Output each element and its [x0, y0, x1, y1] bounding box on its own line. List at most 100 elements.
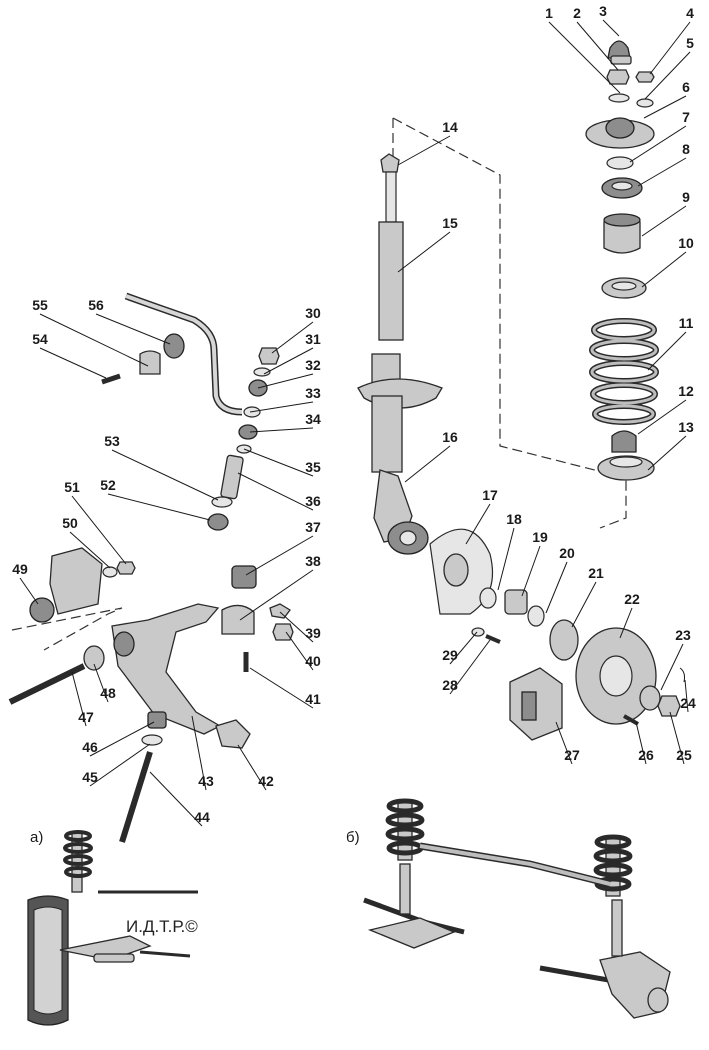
top-mount-stack — [585, 40, 655, 299]
leader-line-15 — [397, 231, 451, 273]
callout-32: 32 — [305, 357, 321, 373]
callout-6: 6 — [682, 79, 690, 95]
leader-line-24 — [684, 679, 689, 713]
leader-line-8 — [637, 157, 687, 187]
leader-line-10 — [641, 251, 687, 288]
part-42-ball-joint — [215, 719, 251, 749]
leader-line-26 — [635, 721, 647, 765]
view-b-assembled — [363, 798, 671, 1019]
callout-13: 13 — [678, 419, 694, 435]
view-a-label: а) — [30, 829, 43, 846]
leader-line-4 — [649, 21, 691, 75]
callout-46: 46 — [82, 739, 98, 755]
leader-line-53 — [111, 449, 219, 501]
part-5-washer — [636, 98, 654, 108]
callout-18: 18 — [506, 511, 522, 527]
part-55-clamp — [139, 350, 161, 375]
leader-line-39 — [279, 611, 314, 643]
callout-36: 36 — [305, 493, 321, 509]
hub-brake-group — [429, 528, 685, 741]
part-29-washer — [471, 627, 485, 637]
callout-56: 56 — [88, 297, 104, 313]
view-b-label: б) — [346, 829, 360, 846]
callout-51: 51 — [64, 479, 80, 495]
bracket-assembly-guide — [11, 607, 123, 651]
part-24-cotter-pin — [679, 667, 685, 683]
leader-line-25 — [669, 711, 685, 765]
callout-55: 55 — [32, 297, 48, 313]
part-49-bracket — [49, 547, 103, 615]
part-48-bushing — [83, 645, 105, 671]
callout-30: 30 — [305, 305, 321, 321]
part-49-bushing — [29, 597, 55, 623]
leader-line-16 — [404, 445, 451, 483]
leader-line-14 — [397, 135, 451, 166]
part-36-sleeve — [220, 454, 244, 500]
leader-line-32 — [257, 373, 314, 389]
leader-line-13 — [647, 435, 687, 471]
strut-assembly — [357, 153, 443, 555]
callout-15: 15 — [442, 215, 458, 231]
leader-line-6 — [643, 95, 687, 119]
publisher-mark: И.Д.Т.Р.© — [126, 917, 198, 936]
callout-22: 22 — [624, 591, 640, 607]
leader-line-48 — [93, 663, 109, 703]
part-4-nut — [635, 71, 655, 83]
part-23-washer — [639, 685, 661, 711]
callout-28: 28 — [442, 677, 458, 693]
leader-line-30 — [271, 321, 314, 354]
leader-line-31 — [263, 347, 314, 375]
leader-line-34 — [249, 427, 314, 433]
leader-line-33 — [249, 401, 314, 413]
callout-50: 50 — [62, 515, 78, 531]
leader-line-51 — [71, 495, 127, 565]
leader-line-38 — [239, 569, 314, 621]
callout-37: 37 — [305, 519, 321, 535]
callout-53: 53 — [104, 433, 120, 449]
leader-line-28 — [449, 639, 491, 695]
leader-line-22 — [619, 607, 633, 639]
part-45-washer — [141, 734, 163, 746]
callout-9: 9 — [682, 189, 690, 205]
part-21-hub — [549, 619, 579, 661]
leader-line-40 — [285, 631, 314, 671]
part-19-bearing — [504, 589, 528, 615]
part-47-bolt — [8, 663, 86, 705]
part-44-bolt — [119, 751, 153, 843]
callout-2: 2 — [573, 5, 581, 21]
leader-line-17 — [465, 503, 491, 545]
part-50-washer — [102, 566, 118, 578]
leader-line-12 — [637, 399, 687, 435]
callout-11: 11 — [679, 315, 694, 331]
leader-line-7 — [629, 125, 687, 163]
leader-line-52 — [107, 493, 211, 521]
part-18-ring — [479, 587, 497, 609]
callout-12: 12 — [678, 383, 694, 399]
callout-35: 35 — [305, 459, 321, 475]
callout-17: 17 — [482, 487, 498, 503]
strut-assembly-guide — [392, 117, 627, 529]
callout-40: 40 — [305, 653, 321, 669]
callout-52: 52 — [100, 477, 116, 493]
callout-3: 3 — [599, 3, 607, 19]
leader-line-20 — [545, 561, 568, 614]
leader-line-42 — [237, 744, 267, 791]
leader-line-21 — [571, 581, 597, 628]
part-40-nut — [272, 623, 294, 641]
leader-line-27 — [555, 721, 573, 765]
callout-25: 25 — [676, 747, 692, 763]
leader-line-9 — [641, 205, 687, 237]
callout-19: 19 — [532, 529, 548, 545]
part-54-bolt — [101, 373, 121, 385]
leader-line-50 — [69, 531, 111, 569]
part-20-ring — [527, 605, 545, 627]
part-14-nut — [380, 153, 400, 173]
view-a-assembled — [27, 830, 198, 1026]
callout-47: 47 — [78, 709, 94, 725]
callout-54: 54 — [32, 331, 48, 347]
part-31-washer — [253, 367, 271, 377]
callout-42: 42 — [258, 773, 274, 789]
callout-48: 48 — [100, 685, 116, 701]
leader-line-11 — [647, 331, 687, 371]
